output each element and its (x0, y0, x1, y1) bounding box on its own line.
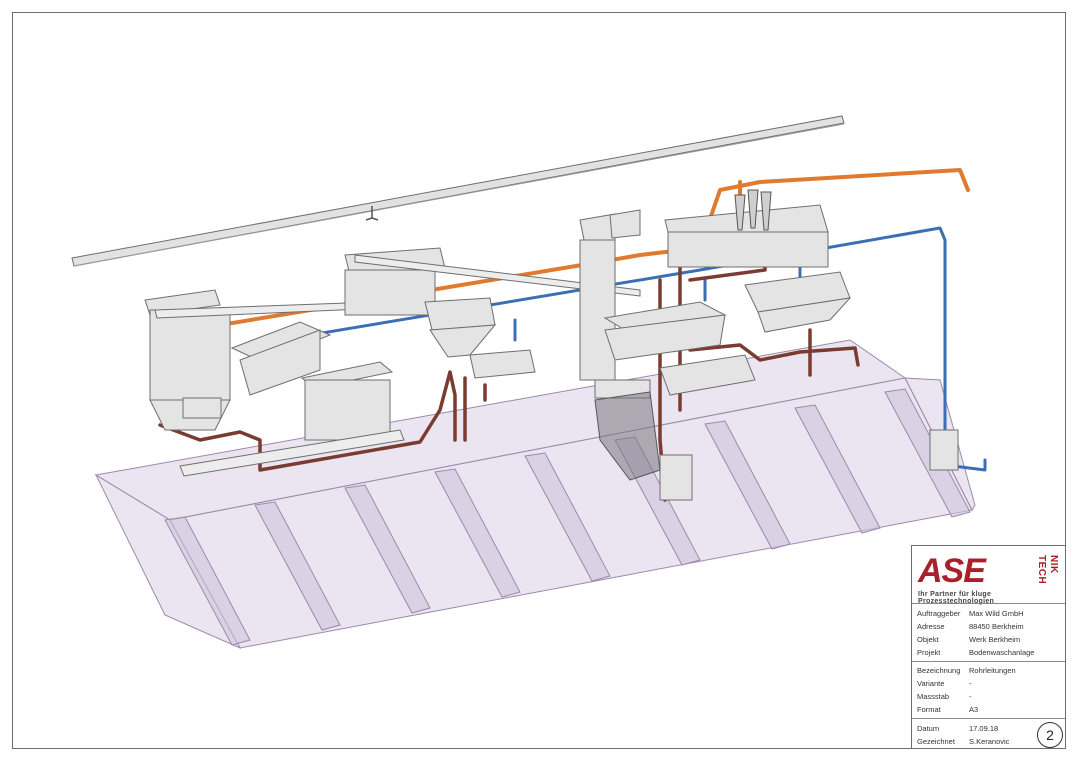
info-row-drawn-by: Gezeichnet S.Keranovic (917, 736, 1009, 747)
sheet-border (12, 12, 1066, 749)
crane-rail (71, 115, 845, 267)
equipment (144, 204, 959, 501)
info-row-client: Auftraggeber Max Wild GmbH (917, 608, 1024, 619)
collection-hopper (594, 391, 661, 481)
title-block: ASE TECH NIK Ihr Partner für kluge Proze… (911, 545, 1066, 749)
info-label: Format (917, 705, 941, 714)
company-logo: ASE TECH NIK (918, 552, 1063, 590)
logo-side-top: TECH (1036, 555, 1047, 585)
info-value: A3 (969, 705, 979, 714)
info-value: Rohrleitungen (969, 666, 1016, 675)
info-label: Bezeichnung (917, 666, 961, 675)
hydrocyclones (734, 189, 772, 231)
info-value: 17.09.18 (969, 724, 999, 733)
info-label: Massstab (917, 692, 950, 701)
info-value: Max Wild GmbH (969, 609, 1024, 618)
divider (912, 603, 1065, 604)
divider (912, 718, 1065, 719)
info-row-scale: Massstab - (917, 691, 972, 702)
info-value: 88450 Berkheim (969, 622, 1024, 631)
info-label: Gezeichnet (917, 737, 955, 746)
info-value: - (969, 692, 972, 701)
page-number: 2 (1037, 722, 1063, 748)
info-label: Adresse (917, 622, 945, 631)
info-row-object: Objekt Werk Berkheim (917, 634, 1020, 645)
info-row-project: Projekt Bodenwaschanlage (917, 647, 1034, 658)
info-value: Bodenwaschanlage (969, 648, 1035, 657)
info-label: Projekt (917, 648, 941, 657)
info-row-address: Adresse 88450 Berkheim (917, 621, 1024, 632)
divider (912, 661, 1065, 662)
info-value: - (969, 679, 972, 688)
info-label: Variante (917, 679, 945, 688)
info-label: Datum (917, 724, 940, 733)
info-value: S.Keranovic (969, 737, 1010, 746)
info-row-format: Format A3 (917, 704, 978, 715)
info-label: Auftraggeber (917, 609, 961, 618)
logo-main: ASE (918, 552, 986, 590)
info-row-date: Datum 17.09.18 (917, 723, 998, 734)
company-tagline: Ihr Partner für kluge Prozesstechnologie… (918, 591, 995, 605)
logo-side-bottom: NIK (1048, 555, 1059, 574)
brown-pipeline (158, 230, 860, 502)
info-value: Werk Berkheim (969, 635, 1021, 644)
info-row-designation: Bezeichnung Rohrleitungen (917, 665, 1016, 676)
info-label: Objekt (917, 635, 939, 644)
info-row-variant: Variante - (917, 678, 972, 689)
